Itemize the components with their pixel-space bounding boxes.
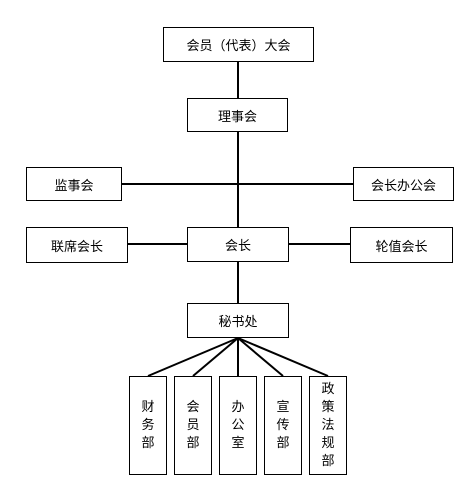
dept-label-char: 公: [231, 417, 245, 433]
dept-label-char: 规: [321, 435, 335, 451]
dept-policy-regulation: 政策法规部: [309, 376, 347, 475]
node-secretariat: 秘书处: [187, 303, 289, 338]
dept-label-char: 部: [186, 435, 200, 451]
dept-label-char: 会: [186, 399, 200, 415]
dept-finance: 财务部: [129, 376, 167, 475]
dept-label-char: 室: [231, 435, 245, 451]
dept-label-char: 部: [321, 453, 335, 469]
node-supervisory: 监事会: [26, 167, 122, 201]
dept-label-char: 务: [141, 417, 155, 433]
dept-membership: 会员部: [174, 376, 212, 475]
connector-secretariat-dept-5: [237, 337, 329, 377]
node-joint-president: 联席会长: [26, 227, 128, 263]
dept-label-char: 法: [321, 417, 335, 433]
connector-secretariat-dept-2: [192, 337, 239, 377]
dept-office: 办公室: [219, 376, 257, 475]
dept-label-char: 财: [141, 399, 155, 415]
dept-label-char: 宣: [276, 399, 290, 415]
dept-label-char: 部: [276, 435, 290, 451]
dept-label-char: 部: [141, 435, 155, 451]
connector-secretariat-dept-4: [237, 337, 284, 377]
node-rotating-president: 轮值会长: [350, 227, 453, 263]
node-president: 会长: [187, 227, 289, 262]
node-president-office: 会长办公会: [353, 167, 454, 201]
dept-label-char: 传: [276, 417, 290, 433]
dept-publicity: 宣传部: [264, 376, 302, 475]
dept-label-char: 办: [231, 399, 245, 415]
connector-secretariat-dept-1: [147, 337, 239, 377]
dept-label-char: 策: [321, 399, 335, 415]
dept-label-char: 政: [321, 381, 335, 397]
dept-label-char: 员: [186, 417, 200, 433]
node-assembly: 会员（代表）大会: [163, 27, 314, 62]
node-council: 理事会: [187, 98, 288, 132]
